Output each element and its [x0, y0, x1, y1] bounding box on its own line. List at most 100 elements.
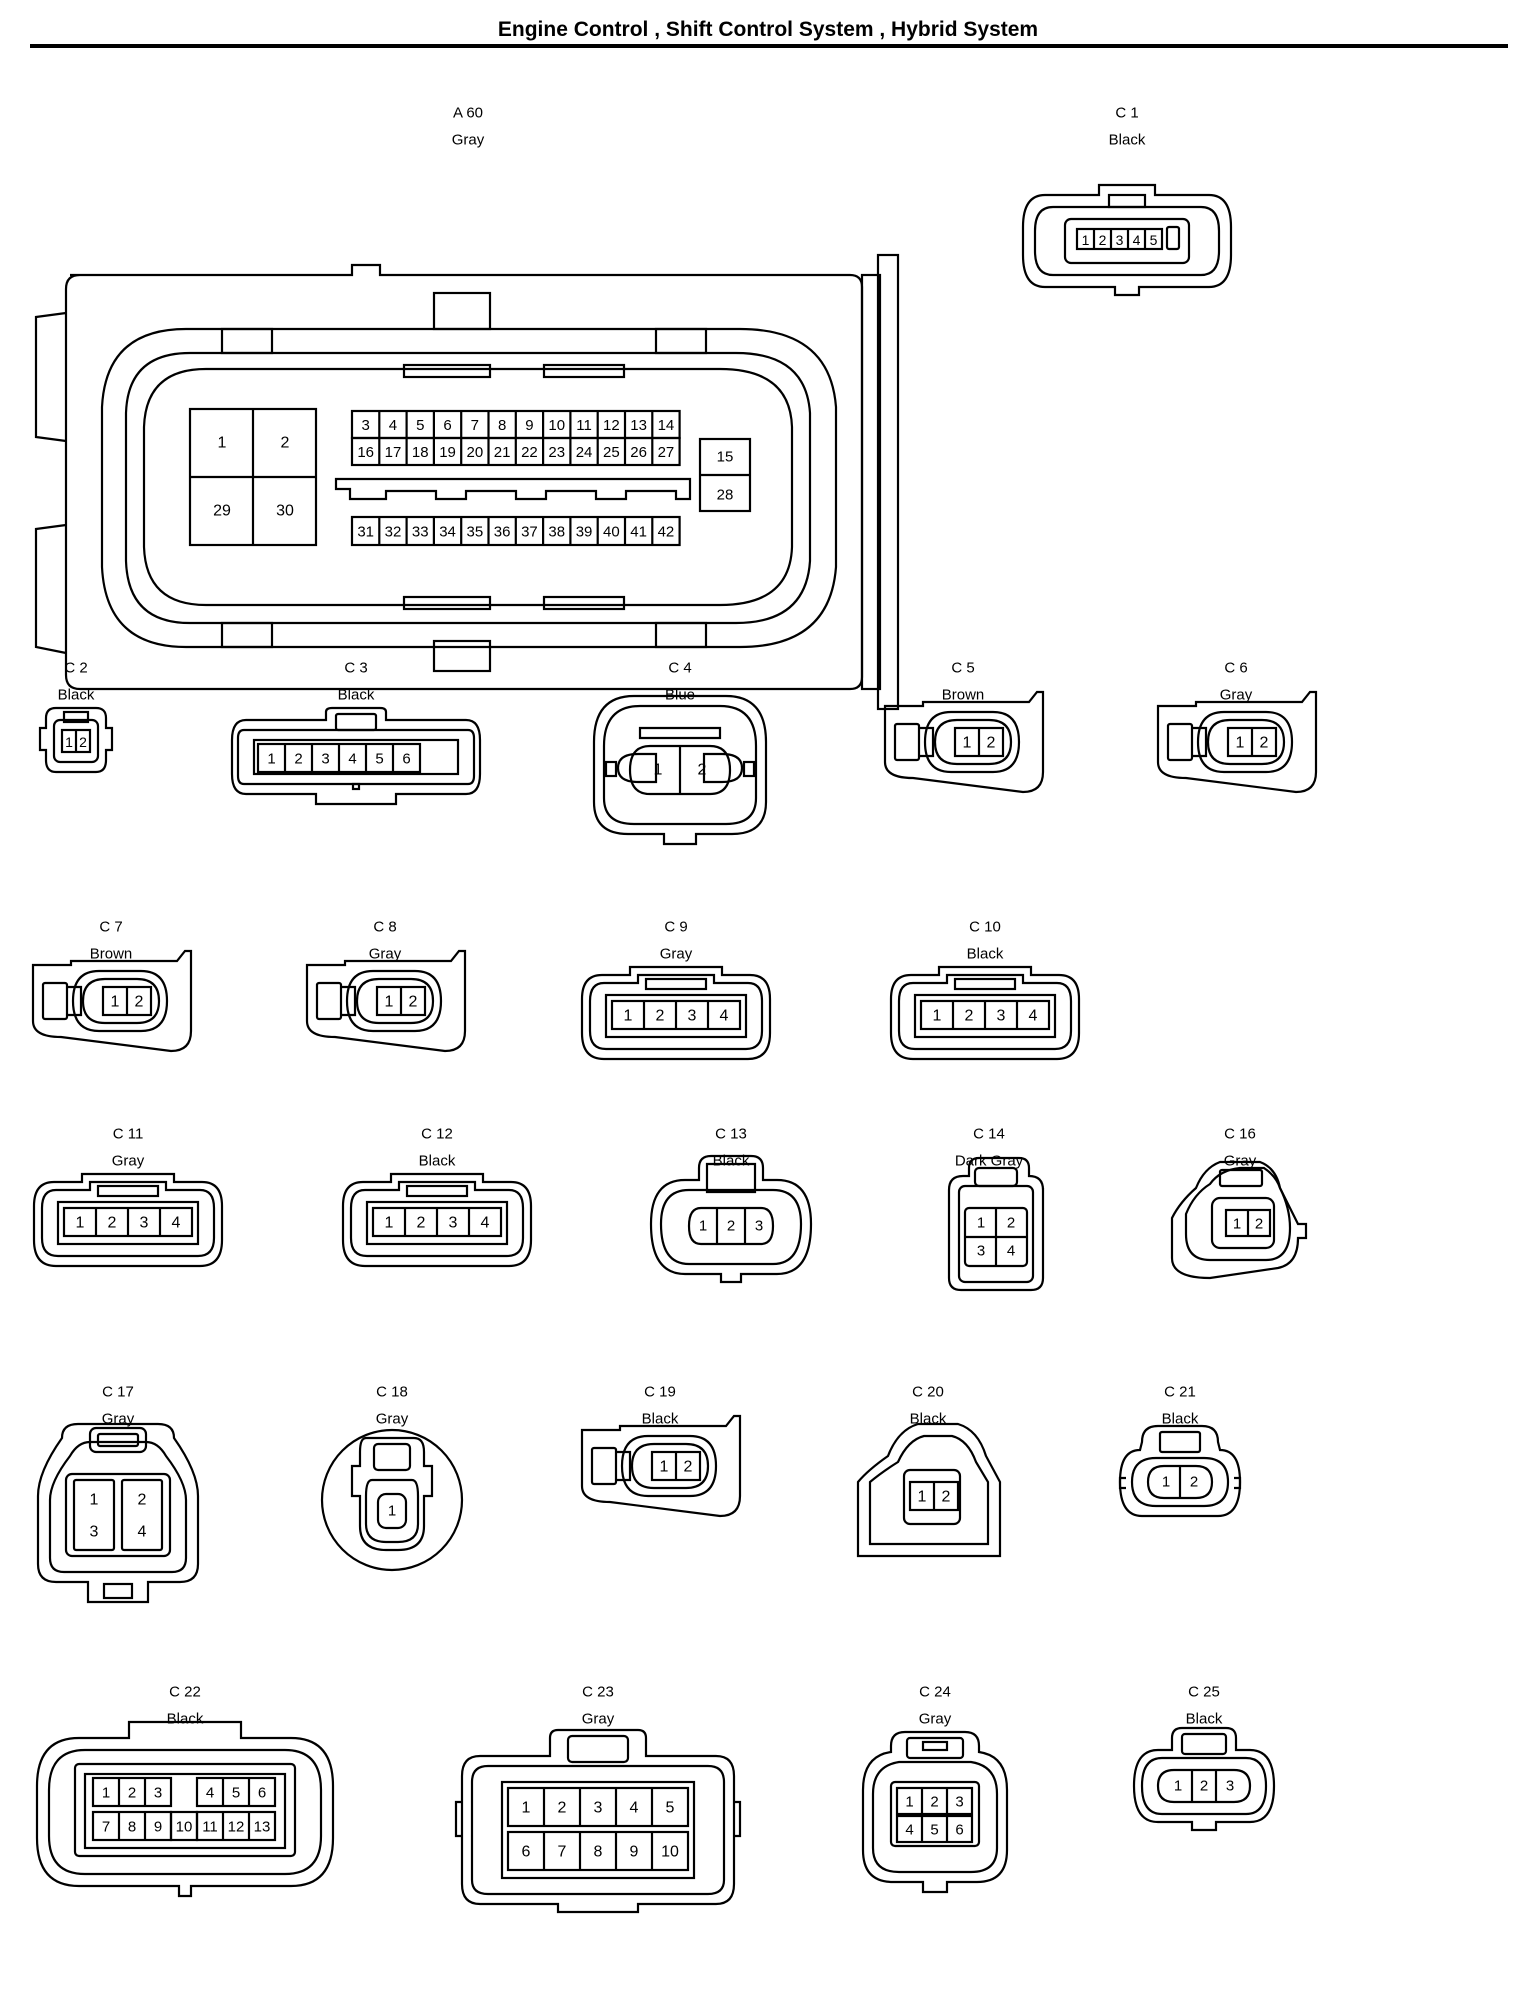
- outline: [124, 351, 812, 625]
- outline: [628, 744, 732, 796]
- pin-number: 5: [666, 1800, 675, 1817]
- pin-frame: [195, 1776, 277, 1808]
- outline: [355, 977, 435, 1025]
- pin-number: 2: [1099, 232, 1107, 248]
- pin-number: 15: [717, 449, 734, 466]
- outline: [861, 1730, 1009, 1894]
- outline: [856, 1422, 1002, 1558]
- pin-number: 6: [522, 1844, 531, 1861]
- pin-number: 18: [412, 444, 429, 461]
- outline: [350, 1436, 434, 1552]
- pin-number: 10: [661, 1844, 679, 1861]
- pin-number: 1: [660, 1459, 669, 1476]
- outline: [35, 1720, 335, 1898]
- connector-id: C 17: [102, 1383, 134, 1400]
- outline: [871, 1760, 999, 1874]
- pin-frame: [195, 1810, 277, 1842]
- outline: [102, 1582, 134, 1600]
- pin-number: 2: [1255, 1216, 1263, 1233]
- outline: [602, 704, 758, 826]
- connector-id: C 11: [113, 1125, 144, 1142]
- pin-number: 3: [140, 1215, 149, 1232]
- outline: [1130, 1456, 1230, 1508]
- outline: [32, 1172, 224, 1268]
- outline: [365, 1200, 509, 1246]
- connector-color: Gray: [660, 945, 693, 962]
- pin-number: 3: [688, 1008, 697, 1025]
- pin-number: 1: [699, 1218, 707, 1235]
- connector-color: Gray: [582, 1710, 615, 1727]
- pin-number: 2: [965, 1008, 974, 1025]
- pin-number: 4: [905, 1822, 913, 1839]
- pin-number: 1: [977, 1215, 985, 1232]
- pin-frame: [506, 1830, 690, 1872]
- outline: [876, 253, 900, 711]
- connector-color: Black: [967, 945, 1004, 962]
- pin-frame: [91, 1776, 173, 1808]
- pin-number: 3: [361, 417, 369, 434]
- outline: [71, 969, 169, 1033]
- connector-id: C 12: [421, 1125, 453, 1142]
- connector-id: C 20: [912, 1383, 944, 1400]
- connector-color: Gray: [452, 131, 485, 148]
- pin-number: 25: [603, 444, 620, 461]
- pin-number: 3: [997, 1008, 1006, 1025]
- outline: [1184, 1166, 1292, 1262]
- pin-number: 1: [624, 1008, 633, 1025]
- outline: [402, 363, 492, 379]
- pin-number: 9: [630, 1844, 639, 1861]
- pin-number: 29: [213, 503, 231, 520]
- connector-id: C 14: [973, 1125, 1005, 1142]
- outline: [649, 1154, 813, 1284]
- outline: [334, 477, 692, 501]
- connector-id: C 16: [1224, 1125, 1256, 1142]
- outline: [592, 694, 768, 846]
- pin-number: 1: [65, 734, 73, 750]
- connector-id: C 6: [1224, 659, 1247, 676]
- connector-id: C 22: [169, 1683, 201, 1700]
- outline: [923, 710, 1021, 774]
- outline: [376, 1492, 408, 1530]
- outline: [315, 981, 343, 1021]
- connector-id: C 25: [1188, 1683, 1220, 1700]
- outline: [40, 1180, 216, 1258]
- pin-number: 2: [294, 751, 302, 768]
- pin-number: 21: [494, 444, 511, 461]
- outline: [1107, 193, 1147, 209]
- pin-frame: [1075, 227, 1164, 251]
- pin-number: 7: [471, 417, 479, 434]
- page-title: Engine Control , Shift Control System , …: [497, 18, 1039, 41]
- outline: [889, 965, 1081, 1061]
- outline: [566, 1734, 630, 1764]
- outline: [405, 1184, 469, 1198]
- pin-number: 16: [357, 444, 374, 461]
- pin-number: 1: [267, 751, 275, 768]
- pin-number: 2: [727, 1218, 735, 1235]
- pin-number: 10: [548, 417, 565, 434]
- pin-number: 3: [321, 751, 329, 768]
- outline: [620, 1434, 718, 1498]
- pin-number: 39: [576, 524, 593, 541]
- connector-id: C 10: [969, 918, 1001, 935]
- pin-number: 5: [1150, 232, 1158, 248]
- outline: [659, 1188, 803, 1266]
- pin-number: 2: [987, 735, 996, 752]
- pin-number: 7: [102, 1819, 110, 1836]
- pin-number: 40: [603, 524, 620, 541]
- outline: [1165, 225, 1181, 251]
- pin-number: 2: [138, 1492, 147, 1509]
- pin-number: 32: [385, 524, 402, 541]
- pin-number: 2: [698, 762, 707, 779]
